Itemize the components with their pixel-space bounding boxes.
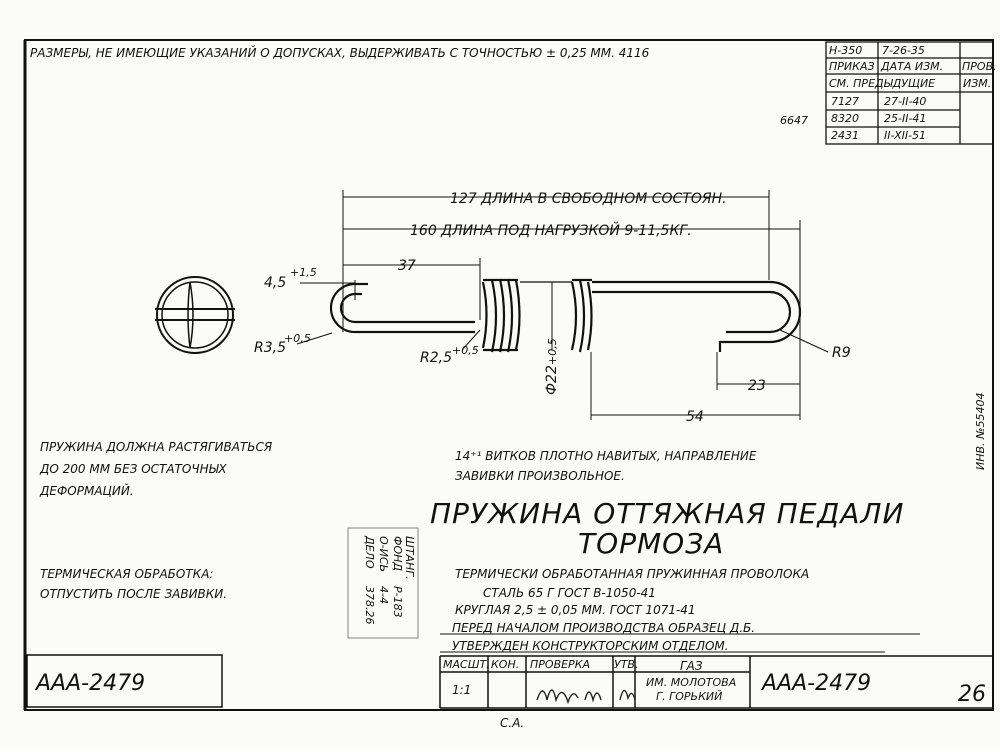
tb-col-approve: УТВ. bbox=[614, 658, 638, 671]
tb-col-con: КОН. bbox=[491, 658, 519, 671]
stamp-line-1: ШТАНГ. bbox=[403, 536, 416, 580]
sheet-number: 26 bbox=[958, 682, 986, 707]
rev-row-3-date: II-XII-51 bbox=[884, 129, 926, 142]
dim-r2-5-tol: +0,5 bbox=[452, 344, 479, 357]
signature-scribbles bbox=[536, 689, 636, 705]
dim-23: 23 bbox=[748, 378, 766, 394]
drawing-number-left: ААА-2479 bbox=[34, 671, 145, 696]
stamp-line-7: 378.26 bbox=[363, 586, 376, 625]
dim-37: 37 bbox=[398, 258, 416, 274]
dim-r9: R9 bbox=[832, 345, 851, 361]
rev-side-number: 6647 bbox=[780, 114, 808, 127]
dim-load-length: 160 ДЛИНА ПОД НАГРУЗКОЙ 9-11,5КГ. bbox=[410, 221, 692, 239]
rev-col-check: ПРОВ. bbox=[962, 60, 997, 73]
dimension-lines bbox=[296, 190, 829, 420]
dim-r3-5: R3,5 bbox=[254, 340, 286, 356]
rev-row-1-order: 7127 bbox=[831, 95, 859, 108]
side-inventory-stamp: ИНВ. №55404 bbox=[974, 393, 987, 470]
heat-note-2: ОТПУСТИТЬ ПОСЛЕ ЗАВИВКИ. bbox=[40, 587, 227, 601]
drawing-frame bbox=[23, 39, 994, 711]
stamp-line-3: Р-183 bbox=[391, 586, 404, 618]
tb-plant-3: Г. ГОРЬКИЙ bbox=[656, 690, 722, 703]
material-line-1: ТЕРМИЧЕСКИ ОБРАБОТАННАЯ ПРУЖИННАЯ ПРОВОЛ… bbox=[455, 567, 809, 581]
dim-54: 54 bbox=[686, 409, 704, 425]
turns-note-1: 14⁺¹ ВИТКОВ ПЛОТНО НАВИТЫХ, НАПРАВЛЕНИЕ bbox=[455, 449, 757, 463]
material-line-2: СТАЛЬ 65 Г ГОСТ В-1050-41 bbox=[483, 586, 656, 600]
bottom-mark: С.А. bbox=[500, 716, 524, 730]
tb-scale: 1:1 bbox=[452, 683, 471, 697]
tb-col-scale: МАСШТ. bbox=[443, 658, 490, 671]
stamp-line-2: ФОНД bbox=[391, 536, 404, 571]
dim-r3-5-tol: +0,5 bbox=[284, 332, 311, 345]
material-line-4: ПЕРЕД НАЧАЛОМ ПРОИЗВОДСТВА ОБРАЗЕЦ Д.Б. bbox=[452, 621, 755, 635]
rev-row-3-order: 2431 bbox=[831, 129, 859, 142]
tb-col-check: ПРОВЕРКА bbox=[530, 658, 590, 671]
drawing-title-line-1: ПРУЖИНА ОТТЯЖНАЯ ПЕДАЛИ bbox=[430, 497, 904, 530]
archive-stamp: ШТАНГ. ФОНД Р-183 О-ИСЬ 4-4 ДЕЛО 378.26 bbox=[347, 527, 419, 639]
heat-note-1: ТЕРМИЧЕСКАЯ ОБРАБОТКА: bbox=[40, 567, 213, 581]
stamp-line-4: О-ИСЬ bbox=[377, 536, 390, 572]
dim-r2-5: R2,5 bbox=[420, 350, 452, 366]
rev-row-2-order: 8320 bbox=[831, 112, 859, 125]
stretch-note-1: ПРУЖИНА ДОЛЖНА РАСТЯГИВАТЬСЯ bbox=[40, 440, 273, 454]
rev-prev-label: СМ. ПРЕДЫДУЩИЕ bbox=[829, 77, 935, 90]
dim-phi22-tol: +0,5 bbox=[546, 338, 559, 365]
tb-plant-1: ГАЗ bbox=[680, 659, 703, 673]
revision-table bbox=[825, 41, 994, 145]
tolerance-note: РАЗМЕРЫ, НЕ ИМЕЮЩИЕ УКАЗАНИЙ О ДОПУСКАХ,… bbox=[30, 45, 650, 60]
rev-top-code: Н-350 bbox=[829, 44, 862, 57]
drawing-title-line-2: ТОРМОЗА bbox=[578, 527, 724, 560]
spring-side-view bbox=[329, 278, 802, 353]
dim-phi22: Ф22 bbox=[544, 365, 560, 395]
rev-col-order: ПРИКАЗ bbox=[829, 60, 875, 73]
dim-4-5-tol: +1,5 bbox=[290, 266, 317, 279]
rev-row-2-date: 25-II-41 bbox=[884, 112, 926, 125]
material-underlines bbox=[440, 633, 920, 653]
turns-note-2: ЗАВИВКИ ПРОИЗВОЛЬНОЕ. bbox=[455, 469, 625, 483]
dim-free-length: 127 ДЛИНА В СВОБОДНОМ СОСТОЯН. bbox=[450, 191, 727, 207]
rev-row-1-date: 27-II-40 bbox=[884, 95, 926, 108]
stretch-note-3: ДЕФОРМАЦИЙ. bbox=[39, 483, 134, 498]
rev-top-date: 7-26-35 bbox=[882, 44, 925, 57]
stamp-line-5: 4-4 bbox=[377, 586, 390, 604]
rev-col-date: ДАТА ИЗМ. bbox=[880, 60, 943, 73]
dim-4-5: 4,5 bbox=[264, 275, 286, 291]
tb-plant-2: ИМ. МОЛОТОВА bbox=[646, 676, 736, 689]
stamp-line-6: ДЕЛО bbox=[363, 535, 376, 569]
drawing-number-right: ААА-2479 bbox=[760, 671, 871, 696]
material-line-3: КРУГЛАЯ 2,5 ± 0,05 ММ. ГОСТ 1071-41 bbox=[455, 603, 696, 617]
stretch-note-2: ДО 200 ММ БЕЗ ОСТАТОЧНЫХ bbox=[39, 462, 227, 476]
spring-end-view bbox=[155, 276, 235, 354]
material-line-5: УТВЕРЖДЕН КОНСТРУКТОРСКИМ ОТДЕЛОМ. bbox=[452, 639, 729, 653]
rev-prev-col3: ИЗМ. bbox=[963, 77, 991, 90]
